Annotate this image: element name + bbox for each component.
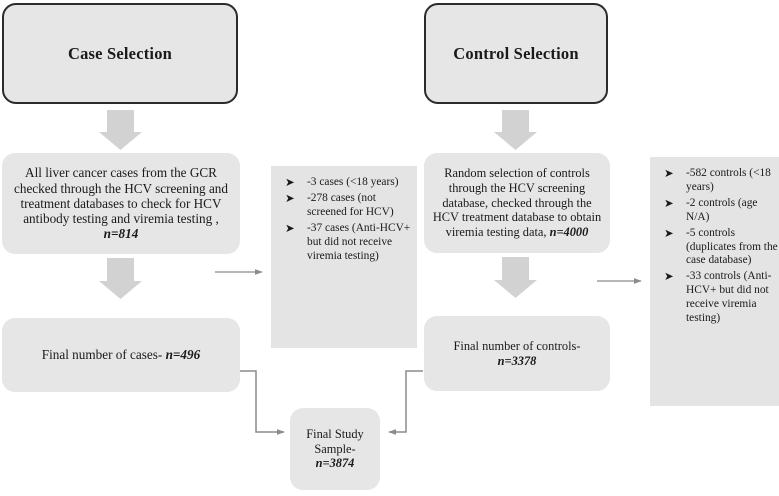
case-step1-box: All liver cancer cases from the GCR chec… — [2, 153, 240, 254]
list-item: ➤ -278 cases (not screened for HCV) — [277, 190, 411, 220]
bullet-arrow-icon: ➤ — [285, 190, 295, 205]
control-final-n: n=3378 — [497, 353, 537, 368]
control-exclusion-1: -2 controls (age N/A) — [686, 196, 758, 223]
down-block-arrow-case-1 — [99, 110, 142, 150]
bullet-arrow-icon: ➤ — [664, 225, 674, 240]
list-item: ➤ -582 controls (<18 years) — [656, 166, 779, 195]
list-item: ➤ -2 controls (age N/A) — [656, 195, 779, 225]
case-step1-n: n=814 — [103, 226, 139, 242]
list-item: ➤ -5 controls (duplicates from the case … — [656, 225, 779, 269]
down-block-arrow-control-1 — [494, 110, 537, 150]
final-study-sample-label: Final Study Sample- — [306, 426, 364, 456]
case-exclusions-panel: ➤ -3 cases (<18 years) ➤ -278 cases (not… — [271, 166, 417, 348]
control-final-text: Final number of controls-n=3378 — [424, 339, 610, 369]
final-study-sample-box: Final Study Sample-n=3874 — [290, 408, 380, 490]
case-step1-label: All liver cancer cases from the GCR chec… — [14, 165, 228, 227]
final-study-sample-n: n=3874 — [315, 456, 355, 471]
arrow-cases-to-sample — [239, 370, 285, 435]
control-final-label: Final number of controls- — [453, 338, 581, 353]
list-item: ➤ -33 controls (Anti-HCV+ but did not re… — [656, 269, 779, 326]
control-selection-header: Control Selection — [424, 3, 608, 104]
list-item: ➤ -37 cases (Anti-HCV+ but did not recei… — [277, 220, 411, 264]
case-selection-header: Case Selection — [2, 3, 238, 104]
case-exclusion-0: -3 cases (<18 years) — [307, 176, 399, 188]
control-step1-text: Random selection of controls through the… — [424, 166, 610, 240]
case-final-label: Final number of cases- — [41, 347, 166, 363]
control-step1-label: Random selection of controls through the… — [432, 165, 602, 240]
control-exclusion-3: -33 controls (Anti-HCV+ but did not rece… — [686, 270, 772, 325]
bullet-arrow-icon: ➤ — [664, 166, 674, 180]
control-exclusions-panel: ➤ -582 controls (<18 years) ➤ -2 control… — [650, 157, 779, 406]
case-final-text: Final number of cases- n=496 — [2, 347, 240, 362]
bullet-arrow-icon: ➤ — [664, 269, 674, 284]
case-final-n: n=496 — [165, 347, 201, 363]
arrow-controls-to-sample — [388, 370, 423, 436]
bullet-arrow-icon: ➤ — [285, 220, 295, 235]
case-step1-text: All liver cancer cases from the GCR chec… — [2, 165, 240, 242]
down-block-arrow-control-2 — [494, 257, 537, 298]
case-selection-header-label: Case Selection — [67, 43, 173, 63]
case-exclusion-2: -37 cases (Anti-HCV+ but did not receive… — [307, 221, 411, 262]
control-exclusion-2: -5 controls (duplicates from the case da… — [686, 226, 778, 267]
final-study-sample-text: Final Study Sample-n=3874 — [290, 427, 380, 472]
case-exclusions-list: ➤ -3 cases (<18 years) ➤ -278 cases (not… — [277, 175, 411, 264]
control-final-box: Final number of controls-n=3378 — [424, 316, 610, 391]
down-block-arrow-case-2 — [99, 258, 142, 299]
control-selection-header-label: Control Selection — [453, 43, 579, 63]
control-exclusions-list: ➤ -582 controls (<18 years) ➤ -2 control… — [656, 166, 779, 326]
control-step1-n: n=4000 — [549, 225, 589, 240]
list-item: ➤ -3 cases (<18 years) — [277, 175, 411, 190]
control-step1-box: Random selection of controls through the… — [424, 153, 610, 253]
bullet-arrow-icon: ➤ — [285, 175, 295, 189]
control-exclusion-0: -582 controls (<18 years) — [686, 167, 771, 193]
case-final-box: Final number of cases- n=496 — [2, 318, 240, 392]
bullet-arrow-icon: ➤ — [664, 195, 674, 210]
case-exclusion-1: -278 cases (not screened for HCV) — [307, 191, 394, 218]
